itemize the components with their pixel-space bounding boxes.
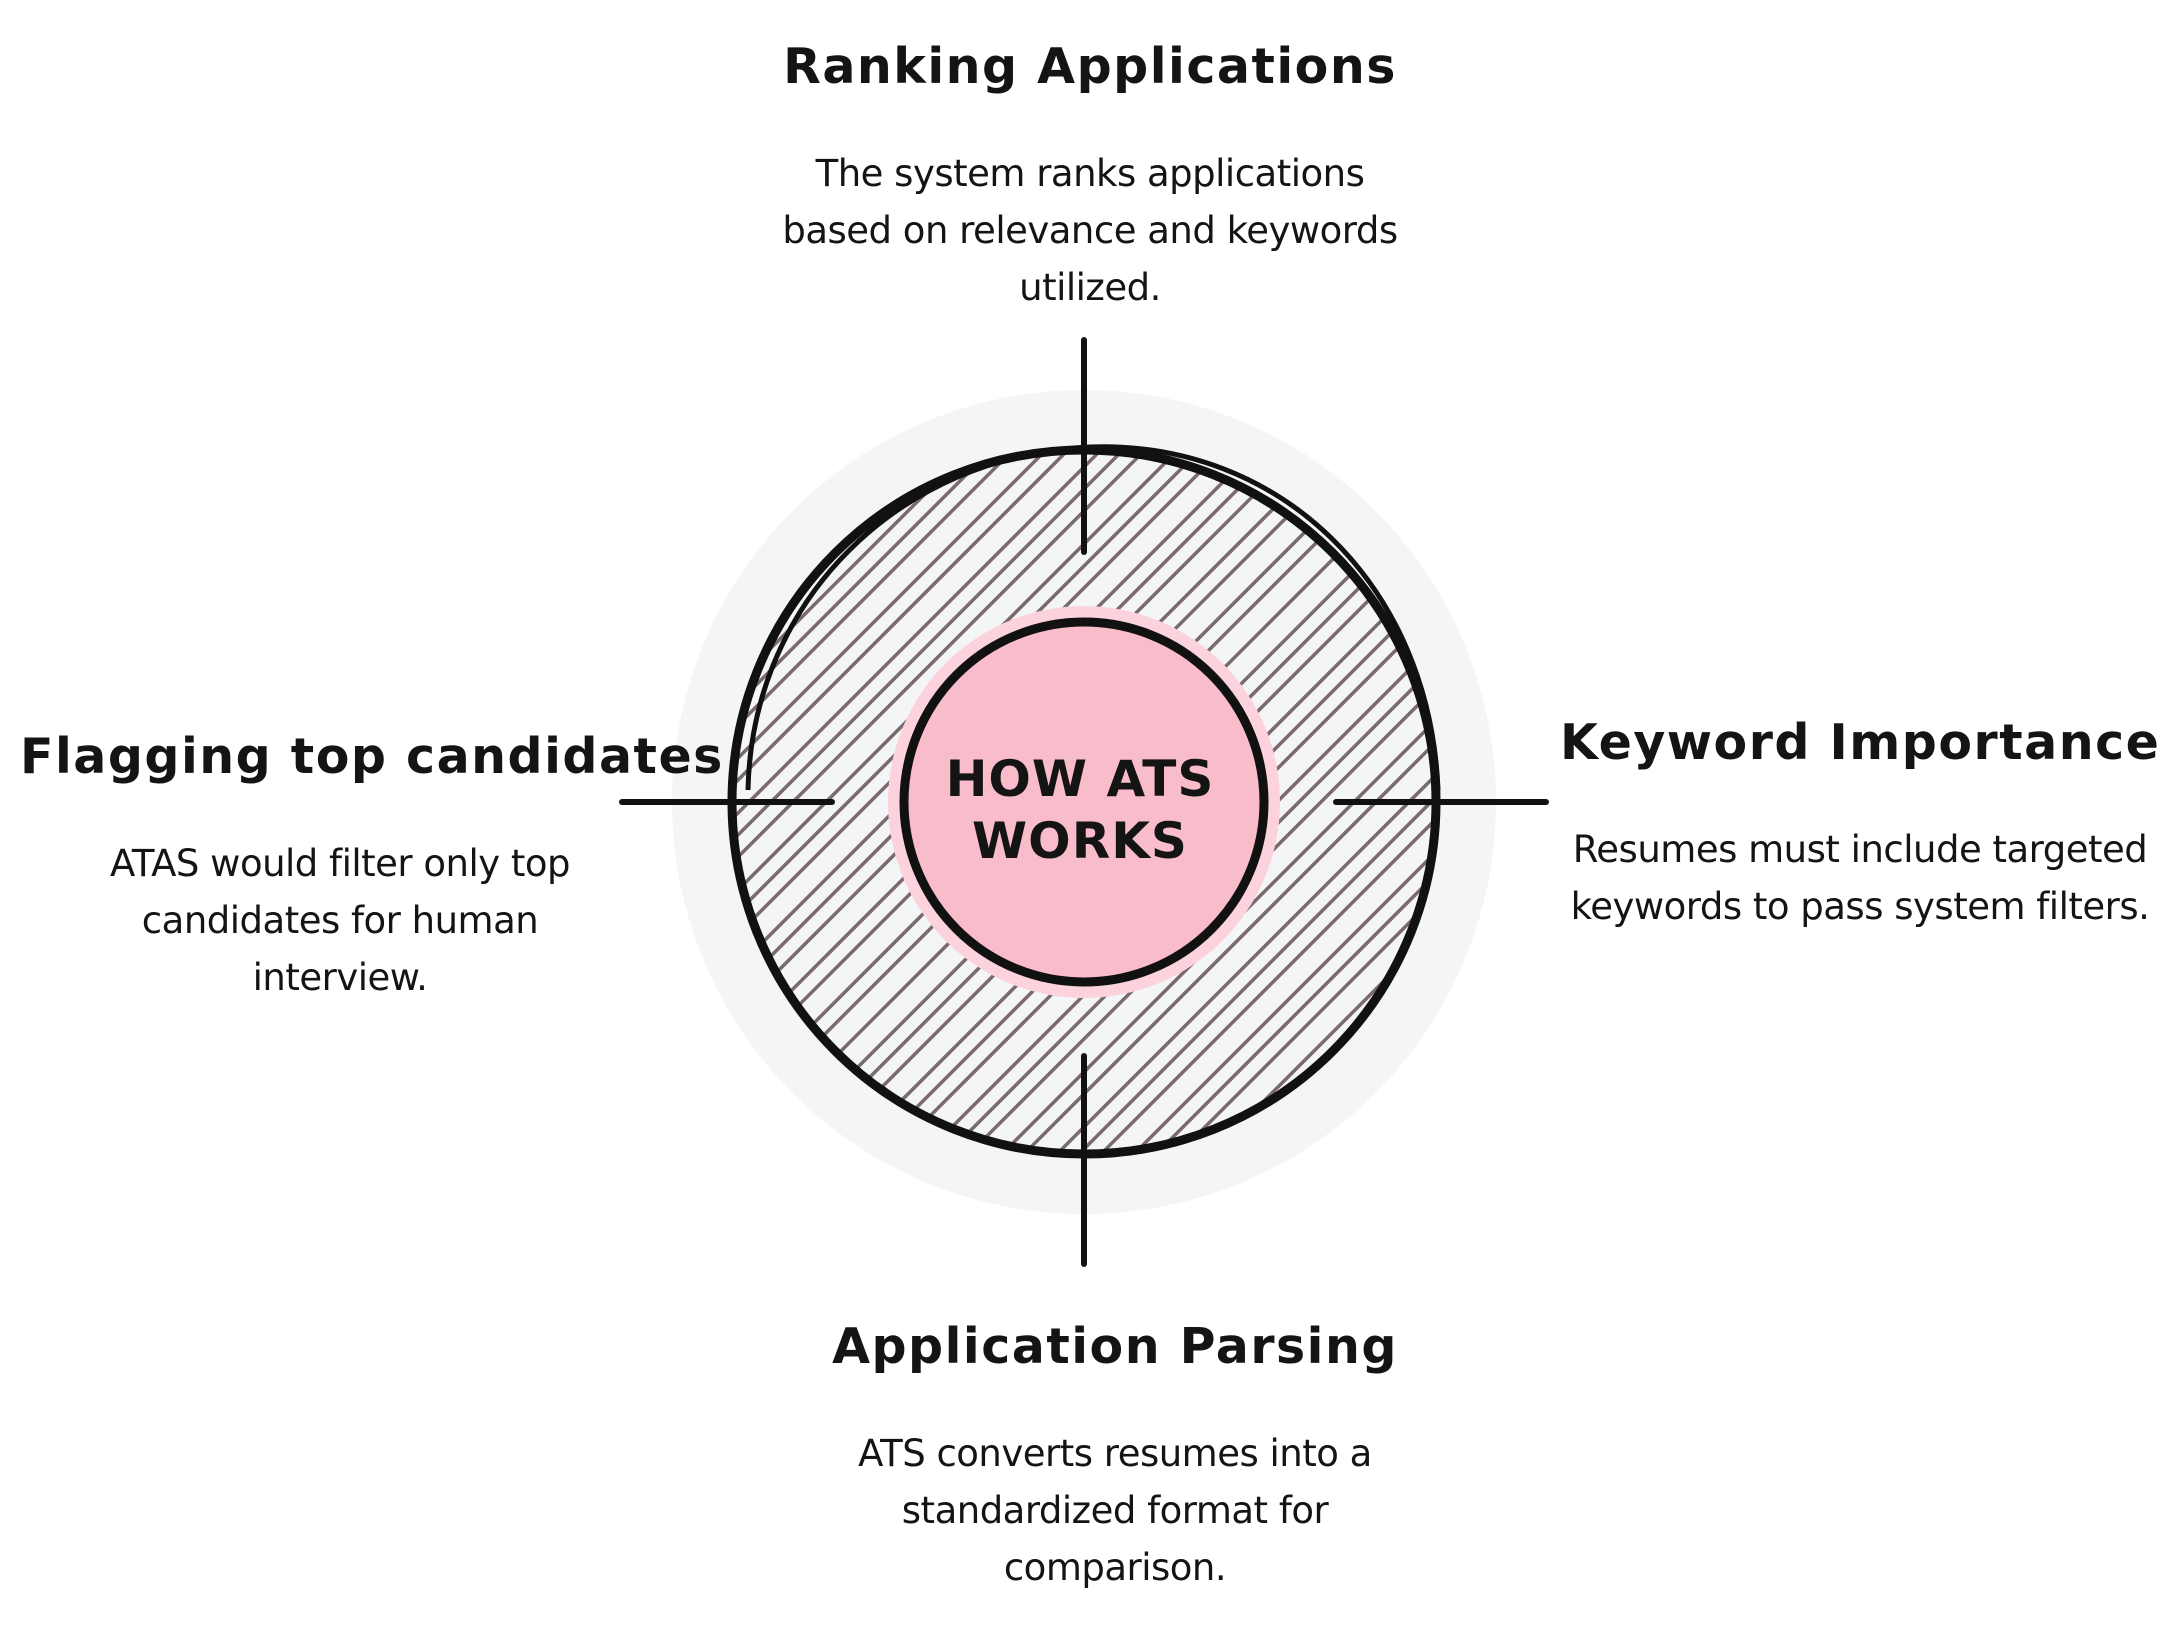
hatch-stroke	[732, 449, 1012, 1154]
stage-flagging-top-candidates: Flagging top candidates ATAS would filte…	[20, 728, 724, 1006]
hatch-stroke	[732, 449, 1220, 1154]
center-label: HOW ATS WORKS	[945, 750, 1215, 870]
outer-ring-sketch	[745, 444, 1441, 791]
hatch-stroke	[732, 449, 1064, 1154]
hatch-stroke	[732, 449, 1246, 1154]
stage-keyword-importance: Keyword Importance Resumes must include …	[1560, 714, 2160, 935]
hatch-stroke	[1124, 449, 1437, 1154]
hatch-stroke	[732, 449, 1038, 1154]
stage-title: Application Parsing	[832, 1318, 1398, 1375]
center-circle	[899, 617, 1269, 987]
hatch-stroke	[732, 449, 1090, 1154]
stage-description: Resumes must include targeted keywords t…	[1570, 828, 2150, 928]
stage-description: ATAS would filter only top candidates fo…	[109, 842, 571, 999]
hatch-stroke	[1168, 449, 1437, 1154]
hatch-stroke	[1091, 449, 1437, 1154]
stage-description: ATS converts resumes into a standardized…	[858, 1432, 1372, 1589]
hatch-stroke	[732, 449, 1168, 1154]
stage-title: Ranking Applications	[783, 38, 1397, 95]
hatch-stroke	[732, 449, 986, 1154]
stage-ranking-applications: Ranking Applications The system ranks ap…	[740, 38, 1440, 316]
stage-application-parsing: Application Parsing ATS converts resumes…	[790, 1318, 1440, 1596]
stage-title: Keyword Importance	[1560, 714, 2160, 771]
hatch-stroke	[732, 449, 1142, 1154]
stage-description: The system ranks applications based on r…	[782, 152, 1398, 309]
hatch-stroke	[937, 449, 1437, 1154]
stage-title: Flagging top candidates	[20, 728, 724, 785]
hatch-stroke	[1201, 449, 1437, 1154]
hatch-stroke	[1146, 449, 1437, 1154]
hatch-stroke	[959, 449, 1437, 1154]
